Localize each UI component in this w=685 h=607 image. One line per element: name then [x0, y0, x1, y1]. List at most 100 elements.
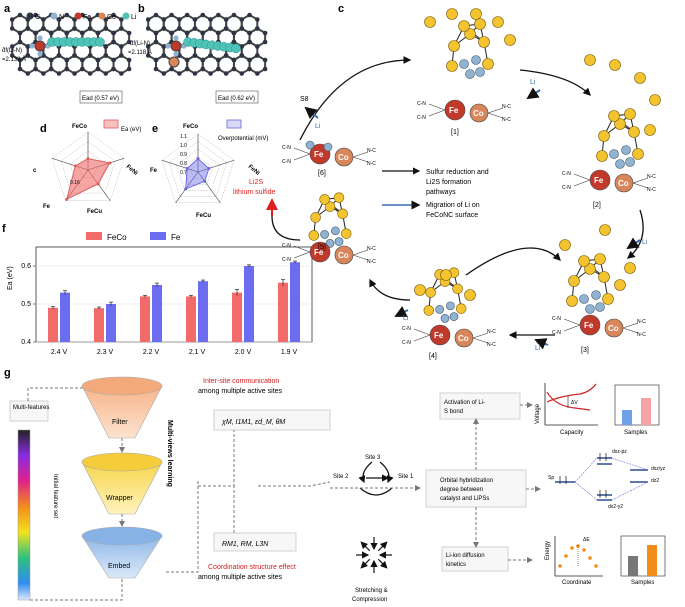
carbon-atom: [119, 26, 124, 31]
lattice-ring: [186, 54, 204, 75]
panel-g: g Multi-features Initial feature set Fil…: [4, 367, 666, 603]
nc-bond: [487, 112, 504, 119]
nc-bond: [472, 332, 489, 339]
carbon-atom: [200, 66, 206, 72]
carbon-atom: [192, 17, 198, 22]
fe-node: [579, 314, 601, 336]
samples-plot-2: [620, 535, 666, 577]
radar-ring: [51, 131, 125, 201]
diffusion-label: Li-ion diffusion: [446, 553, 485, 559]
lattice-ring: [81, 54, 99, 75]
legend-atom-label: N: [59, 14, 64, 21]
carbon-atom: [247, 12, 252, 18]
legend-atom-Li: [122, 12, 130, 20]
li-atom-c: [446, 301, 455, 311]
carbon-atom: [95, 30, 101, 36]
legend-atom-C: [26, 12, 34, 20]
carbon-atom: [223, 71, 229, 76]
li-label-2: Li: [530, 79, 536, 86]
carbon-atom: [177, 26, 182, 31]
x-tick-label: 2.2 V: [143, 349, 160, 356]
cn-label: C-N: [417, 101, 426, 107]
carbon-atom: [87, 26, 93, 31]
sulfur-atom: [599, 224, 611, 236]
nc-label: N-C: [367, 259, 376, 265]
cn-label: C-N: [562, 185, 571, 191]
sulfur-atom: [602, 293, 614, 305]
samples-frame: [614, 384, 660, 426]
x-tick-label: 1.9 V: [281, 349, 298, 356]
carbon-atom: [119, 44, 124, 49]
carbon-atom: [255, 44, 260, 49]
panel-label-g: g: [4, 367, 11, 379]
nitrogen-atom: [173, 35, 179, 41]
sulfur-atom: [624, 262, 636, 274]
radar-spoke: [175, 171, 199, 203]
li2s-label: Li2S: [249, 179, 263, 186]
de-label: ΔE: [583, 537, 590, 543]
radar-d-axis-c: c: [33, 168, 37, 174]
activation-label: Activation of Li-: [444, 400, 485, 406]
legend-black-3: pathways: [426, 189, 456, 196]
funnel-wrapper: Wrapper: [81, 452, 163, 515]
carbon-atom: [208, 17, 213, 22]
li-label-4: Li: [535, 345, 541, 352]
li-label-5: Li: [403, 315, 409, 322]
carbon-atom: [255, 17, 260, 22]
panel-label-b: b: [138, 3, 145, 15]
stretch-arrow: [360, 558, 371, 569]
li-label-1: Li: [315, 123, 321, 130]
co-label: Co: [338, 251, 349, 260]
carbon-atom: [17, 57, 23, 63]
feature-strip: [17, 429, 31, 601]
y-tick-label: 0.6: [21, 263, 31, 270]
sulfur-atom: [448, 40, 460, 52]
dist-label-b: d̄f(Li-N): [130, 41, 150, 47]
radar-e-axis-bottom: FeCu: [196, 213, 211, 219]
carbon-atom: [9, 44, 15, 49]
nc-label: N-C: [637, 319, 646, 325]
sulfur-atom: [478, 36, 490, 48]
carbon-atom: [41, 17, 46, 22]
radar-e-tick-4: 0.7: [180, 170, 187, 176]
x-tick-label: 2.4 V: [51, 349, 68, 356]
radar-d-axis-right: FeNi: [125, 164, 139, 177]
radar-ring: [176, 148, 220, 191]
li-atom-c: [323, 142, 333, 152]
sulfur-atom: [634, 72, 646, 84]
energy-plot: [554, 536, 603, 577]
radar-spoke: [197, 171, 221, 203]
li-atom-c: [579, 294, 589, 304]
co-atom: [168, 56, 180, 68]
panel-a: a d̄f(Li-N) =2.138 Å Ead (0.57 eV): [2, 3, 132, 104]
co-label: Co: [618, 179, 629, 188]
cn-label: C-N: [552, 330, 561, 336]
nc-bond: [293, 153, 311, 161]
cn-label: C-N: [282, 145, 291, 151]
panel-label-d: d: [40, 123, 47, 135]
carbon-atom: [231, 30, 237, 36]
site-arrow: [379, 461, 394, 484]
orbital-label-2: degree between: [440, 487, 483, 493]
sulfur-atom: [584, 54, 596, 66]
carbon-atom: [126, 30, 132, 36]
sulfur-atom: [452, 283, 463, 295]
energy-point: [594, 564, 598, 568]
legend-atom-label: Fe: [83, 14, 91, 21]
sulfur-atom: [458, 20, 470, 32]
carbon-atom: [95, 57, 101, 63]
nc-label: N-C: [647, 174, 656, 180]
radar-point: [65, 197, 69, 201]
co-label: Co: [473, 109, 484, 118]
samples-label-1: Samples: [624, 430, 647, 436]
lattice-ring: [217, 54, 235, 75]
carbon-atom: [169, 66, 174, 72]
li-atom-c: [449, 312, 459, 321]
co-label: Co: [608, 324, 619, 333]
nc-bond: [413, 334, 431, 342]
li-atom-c: [459, 59, 469, 69]
nc-bond: [632, 177, 649, 184]
sulfur-atom: [464, 28, 476, 40]
bar-FeCo: [140, 296, 150, 342]
carbon-atom: [247, 39, 252, 45]
